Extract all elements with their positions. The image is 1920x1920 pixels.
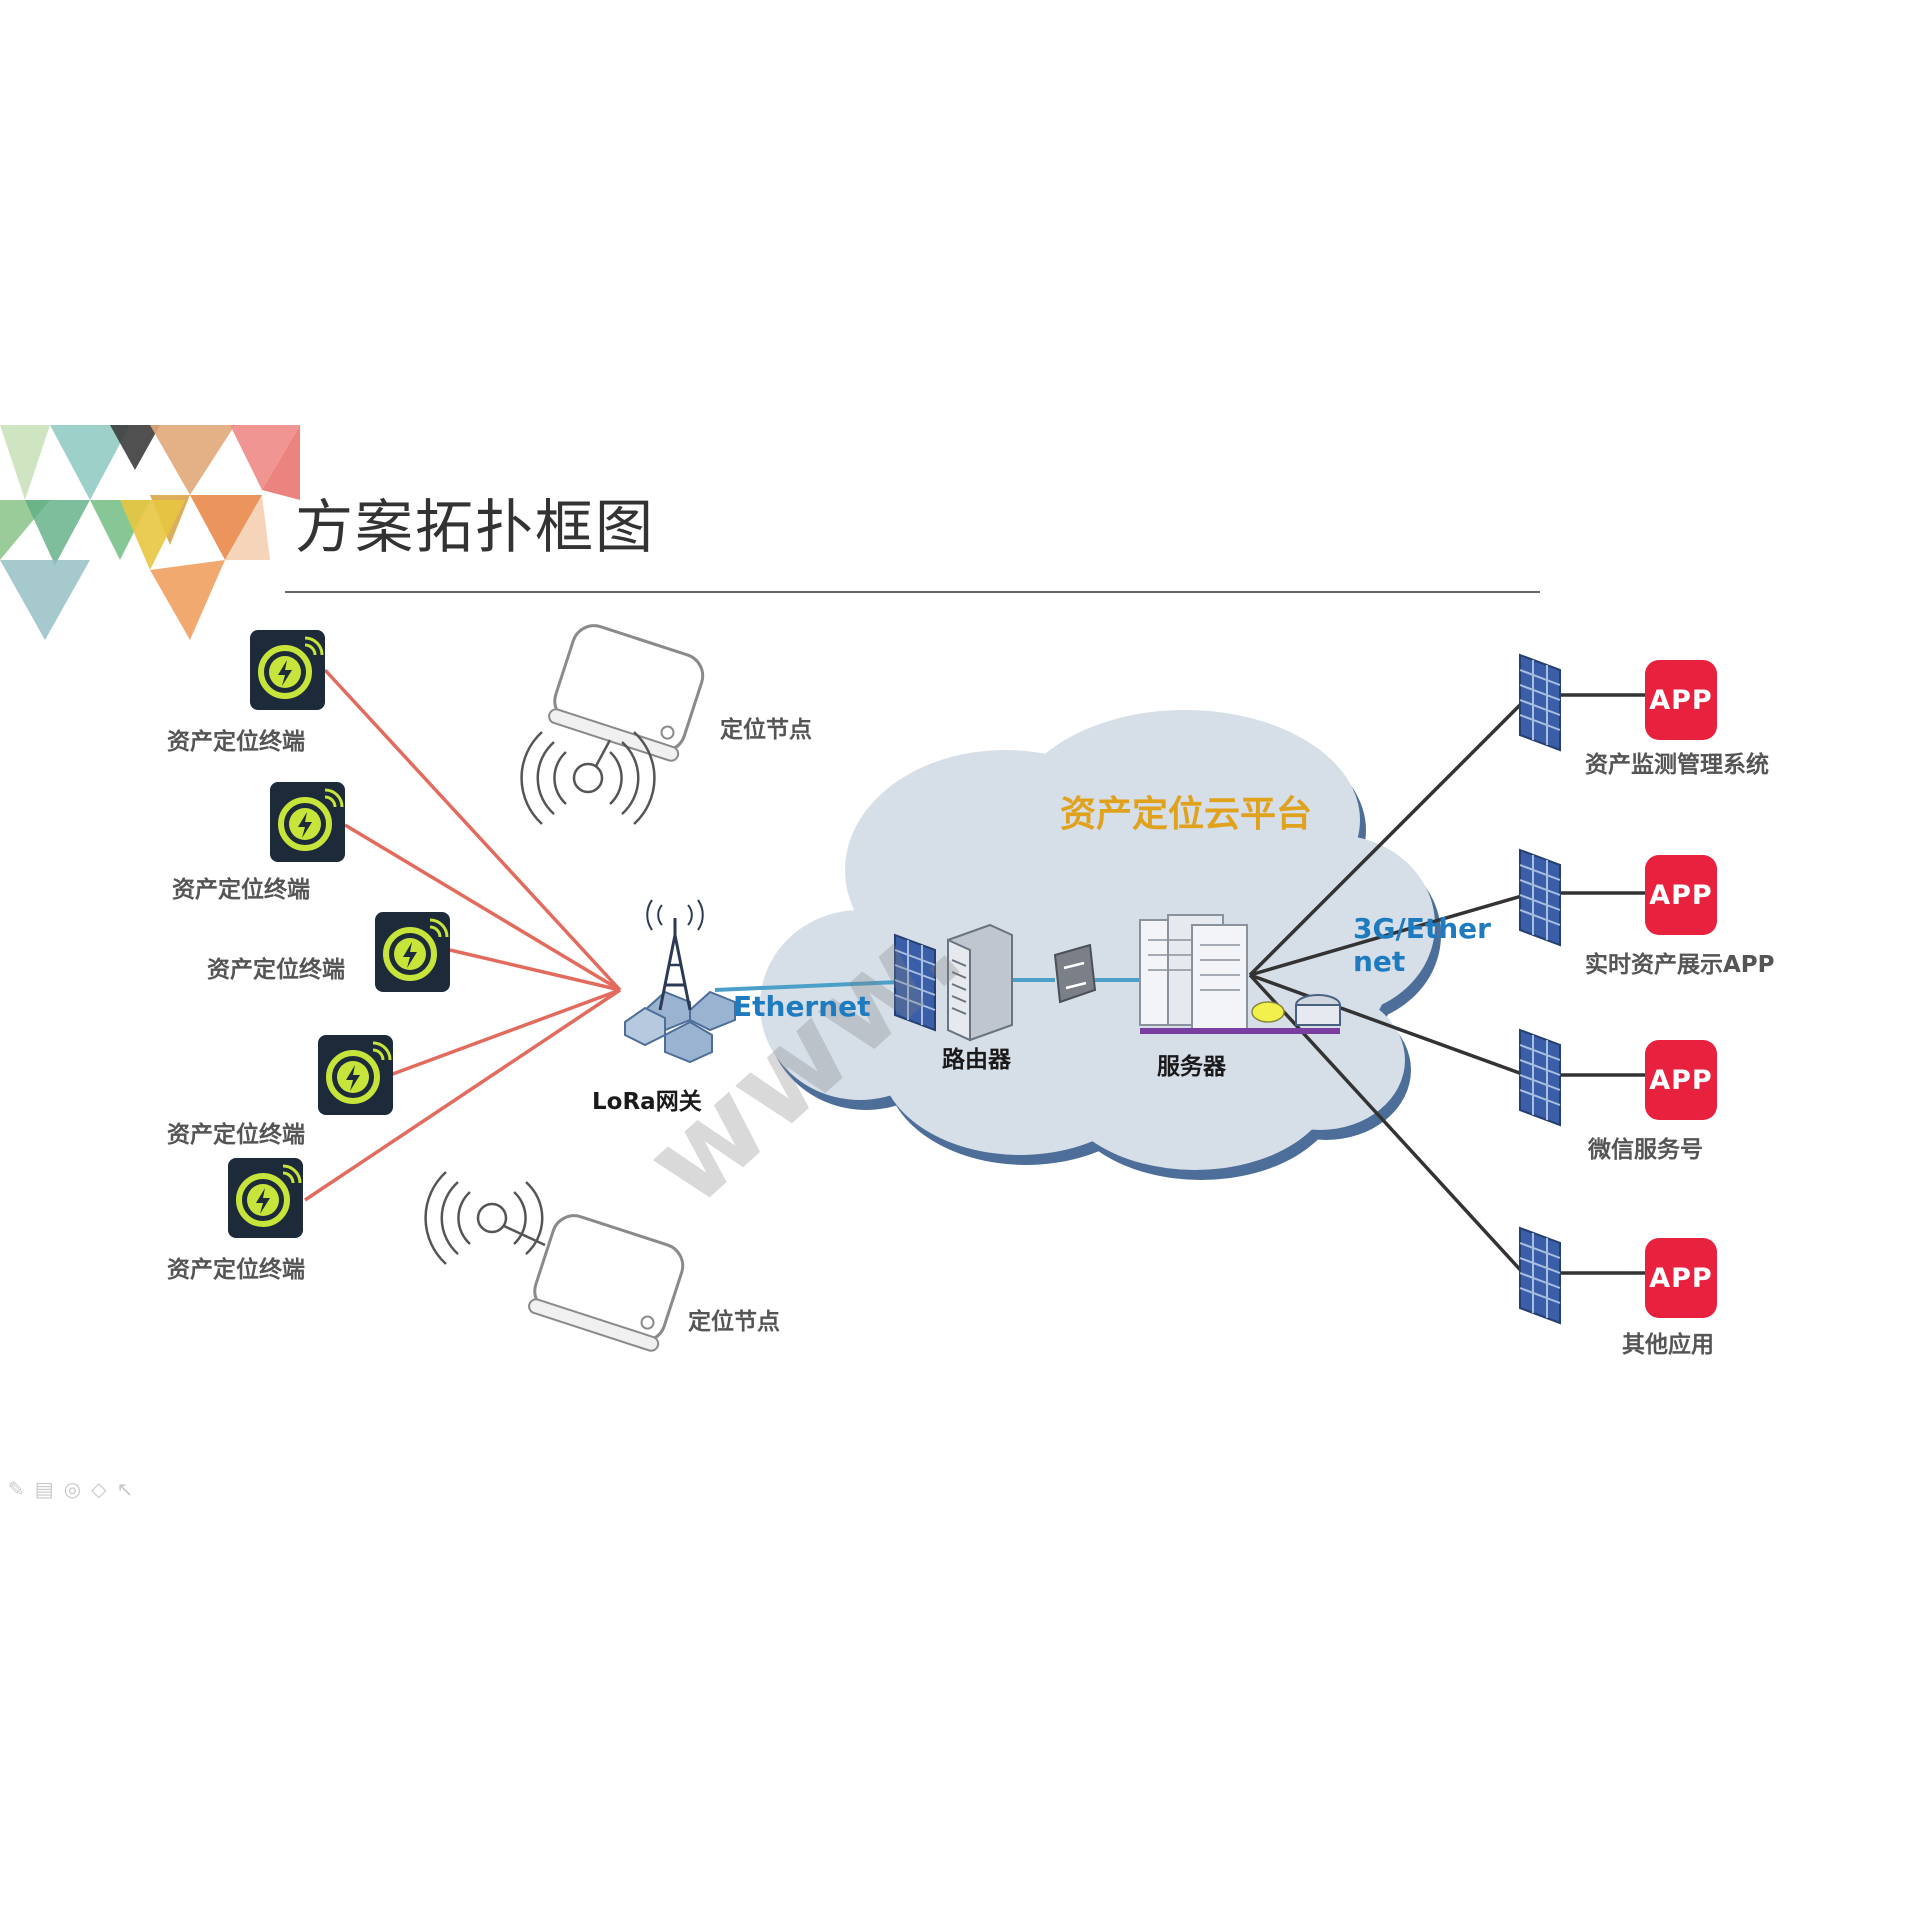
- ethernet-links: [714, 978, 1140, 992]
- terminal-label: 资产定位终端: [167, 1122, 305, 1148]
- positioning-node-label: 定位节点: [688, 1309, 780, 1335]
- switch-icon: [1053, 943, 1097, 1004]
- firewall-icon: [1519, 1028, 1561, 1127]
- terminal-icon: [270, 782, 345, 862]
- app-badge: APP: [1645, 855, 1717, 935]
- lora-gateway-label: LoRa网关: [592, 1089, 702, 1115]
- uplink-label-line1: 3G/Ether: [1353, 912, 1491, 945]
- positioning-node-label: 定位节点: [720, 717, 812, 743]
- circle-icon[interactable]: ◎: [63, 1477, 82, 1501]
- terminal-icon: [250, 630, 325, 710]
- firewall-icon: [1519, 653, 1561, 752]
- cloud-platform-label: 资产定位云平台: [1060, 794, 1313, 835]
- positioning-node-icon: [520, 624, 705, 825]
- server-icon: [1139, 914, 1341, 1034]
- app-badge: APP: [1645, 660, 1717, 740]
- title-divider: [285, 591, 1540, 593]
- terminal-label: 资产定位终端: [167, 1257, 305, 1283]
- app-badge: APP: [1645, 1238, 1717, 1318]
- firewall-icon: [1519, 1226, 1561, 1325]
- page-title: 方案拓扑框图: [295, 493, 656, 561]
- terminal-icons: [228, 630, 450, 1238]
- terminal-label: 资产定位终端: [167, 729, 305, 755]
- terminal-links: [304, 668, 622, 1202]
- firewall-icon: [1519, 848, 1561, 947]
- lora-gateway-icon: [624, 899, 736, 1064]
- firewall-icons: [894, 653, 1561, 1325]
- decorative-triangles: [0, 425, 300, 640]
- uplink-label-line2: net: [1353, 945, 1406, 978]
- presentation-toolbar: ✎ ▤ ◎ ◇ ↖: [8, 1477, 133, 1501]
- firewall-icon: [894, 933, 936, 1032]
- terminal-icon: [318, 1035, 393, 1115]
- router-label: 路由器: [942, 1047, 1011, 1073]
- server-label: 服务器: [1157, 1054, 1226, 1080]
- eraser-icon[interactable]: ◇: [91, 1477, 107, 1501]
- router-icon: [947, 923, 1013, 1042]
- pen-icon[interactable]: ✎: [8, 1477, 25, 1501]
- terminal-label: 资产定位终端: [172, 877, 310, 903]
- app-label: 资产监测管理系统: [1585, 752, 1769, 778]
- slides-icon[interactable]: ▤: [34, 1477, 54, 1501]
- positioning-node-icon: [424, 1171, 685, 1352]
- pointer-icon[interactable]: ↖: [116, 1477, 134, 1501]
- app-badge: APP: [1645, 1040, 1717, 1120]
- terminal-label: 资产定位终端: [207, 957, 345, 983]
- app-label: 微信服务号: [1588, 1137, 1703, 1163]
- terminal-icon: [228, 1158, 303, 1238]
- app-label: 实时资产展示APP: [1585, 952, 1775, 978]
- ethernet-label: Ethernet: [733, 990, 871, 1023]
- terminal-icon: [375, 912, 450, 992]
- app-label: 其他应用: [1622, 1332, 1714, 1358]
- cloud-shape: [760, 710, 1441, 1180]
